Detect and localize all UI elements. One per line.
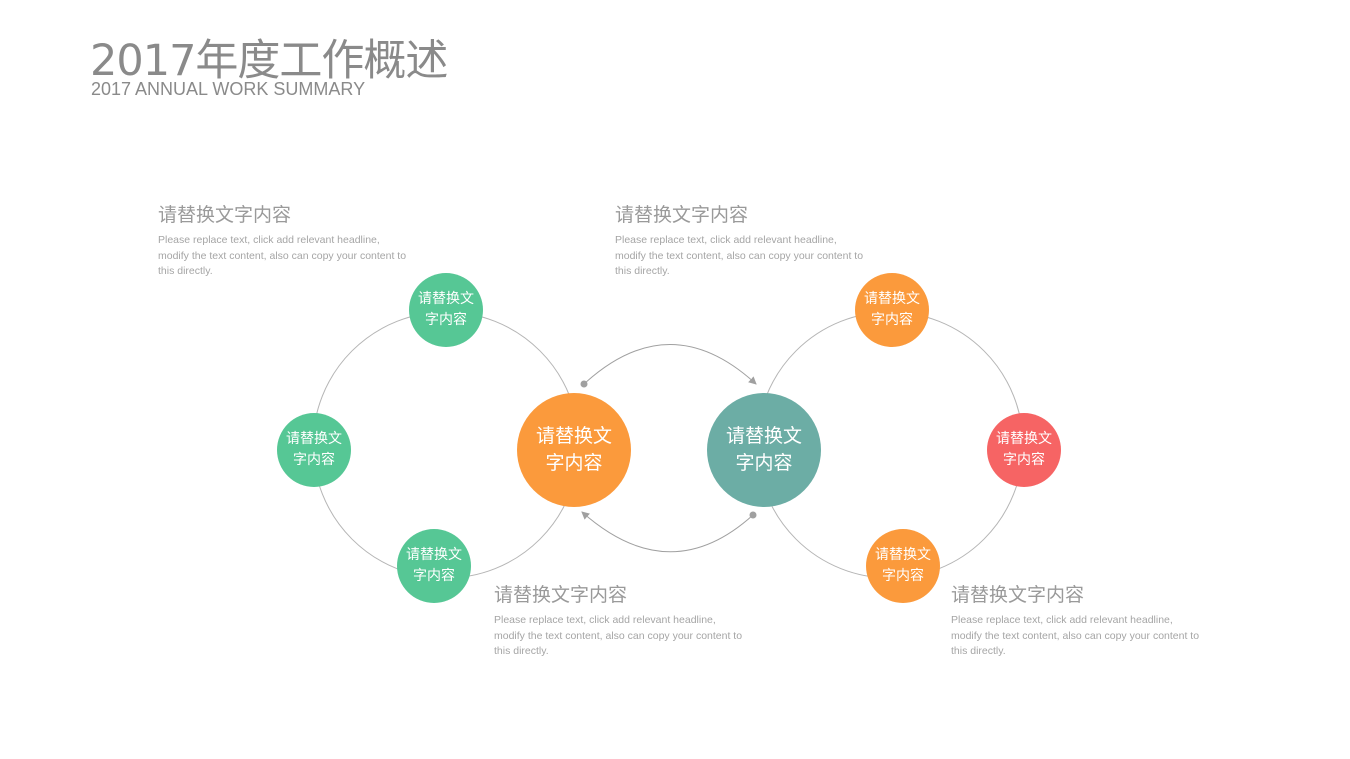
node-label: 请替换文字内容	[286, 431, 342, 468]
node-label: 请替换文字内容	[535, 425, 612, 474]
top-connector-arrow	[583, 344, 757, 385]
node-label: 请替换文字内容	[996, 431, 1052, 468]
text-block-top-left: 请替换文字内容 Please replace text, click add r…	[158, 200, 418, 280]
text-block-body: Please replace text, click add relevant …	[951, 614, 1200, 657]
page-subtitle: 2017 ANNUAL WORK SUMMARY	[91, 79, 366, 99]
text-block-top-center: 请替换文字内容 Please replace text, click add r…	[615, 200, 875, 280]
connector-dot	[580, 380, 588, 388]
text-block-heading: 请替换文字内容	[615, 204, 749, 226]
text-block-body: Please replace text, click add relevant …	[615, 234, 864, 277]
node-label: 请替换文字内容	[418, 291, 474, 328]
text-block-heading: 请替换文字内容	[158, 204, 292, 226]
left-satellite-bottom[interactable]: 请替换文字内容	[397, 529, 471, 603]
right-center-node[interactable]: 请替换文字内容	[707, 393, 821, 507]
connector-dot	[749, 511, 757, 519]
right-satellite-bottom[interactable]: 请替换文字内容	[866, 529, 940, 603]
text-block-heading: 请替换文字内容	[951, 584, 1085, 606]
text-block-heading: 请替换文字内容	[494, 584, 628, 606]
right-satellite-top[interactable]: 请替换文字内容	[855, 273, 929, 347]
text-block-body: Please replace text, click add relevant …	[158, 234, 407, 277]
left-satellite-top[interactable]: 请替换文字内容	[409, 273, 483, 347]
right-satellite-right[interactable]: 请替换文字内容	[987, 413, 1061, 487]
text-block-body: Please replace text, click add relevant …	[494, 614, 743, 657]
node-label: 请替换文字内容	[864, 291, 920, 328]
left-satellite-left[interactable]: 请替换文字内容	[277, 413, 351, 487]
text-block-bottom-center: 请替换文字内容 Please replace text, click add r…	[494, 580, 754, 660]
node-label: 请替换文字内容	[725, 425, 802, 474]
text-block-bottom-right: 请替换文字内容 Please replace text, click add r…	[951, 580, 1211, 660]
left-center-node[interactable]: 请替换文字内容	[517, 393, 631, 507]
node-label: 请替换文字内容	[875, 547, 931, 584]
bottom-connector-arrow	[581, 511, 754, 553]
node-label: 请替换文字内容	[406, 547, 462, 584]
page-title: 2017年度工作概述	[90, 36, 448, 86]
